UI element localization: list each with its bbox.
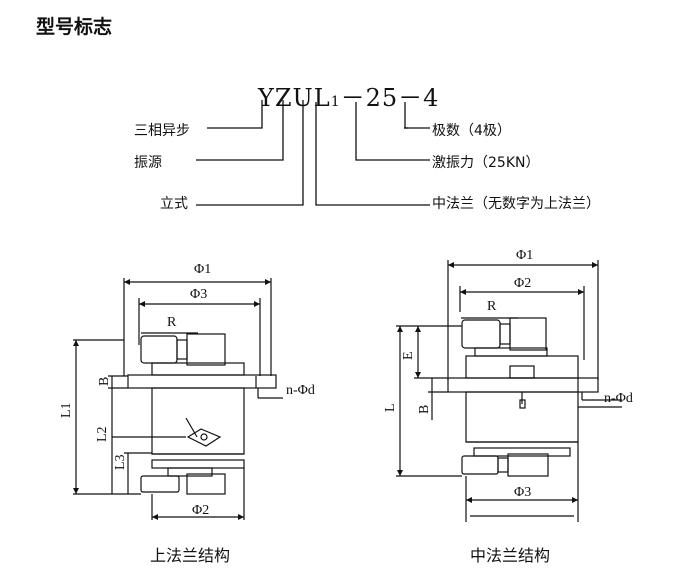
middle-arrowheads — [397, 262, 598, 503]
model-subscript: 1 — [330, 94, 341, 110]
middle-dim-phi3: Φ3 — [514, 485, 531, 500]
middle-dim-nphid: n-Φd — [604, 391, 633, 406]
middle-dim-e: E — [401, 351, 416, 360]
legend-exciting-force: 激振力（25KN） — [432, 155, 540, 171]
upper-dim-phi1: Φ1 — [194, 262, 211, 277]
upper-dim-l3: L3 — [113, 454, 128, 470]
model-middle: －25－ — [340, 84, 424, 112]
upper-dim-r: R — [167, 315, 177, 330]
upper-dim-nphid: n-Φd — [286, 383, 315, 398]
middle-dim-r: R — [487, 299, 497, 314]
upper-dim-l1: L1 — [59, 402, 74, 418]
middle-dim-phi1: Φ1 — [516, 248, 533, 263]
upper-dim-phi3: Φ3 — [190, 287, 207, 302]
upper-dim-b: B — [97, 377, 112, 386]
legend-poles: 极数（4极） — [432, 123, 511, 139]
model-prefix: YZUL — [258, 84, 331, 112]
legend-three-phase: 三相异步 — [134, 123, 190, 139]
middle-flange-caption: 中法兰结构 — [470, 546, 551, 565]
page-title: 型号标志 — [36, 16, 113, 38]
legend-leaders — [196, 100, 430, 206]
upper-dim-phi2: Φ2 — [192, 503, 209, 518]
upper-dim-l2: L2 — [95, 426, 110, 442]
upper-flange-caption: 上法兰结构 — [150, 546, 231, 565]
model-code: YZUL1－25－4 — [258, 78, 439, 113]
middle-dim-phi2: Φ2 — [514, 276, 531, 291]
middle-flange-drawing — [396, 260, 622, 522]
upper-flange-drawing — [73, 278, 283, 520]
middle-dim-l: L — [383, 403, 398, 412]
legend-flange: 中法兰（无数字为上法兰） — [432, 196, 600, 212]
upper-arrowheads — [73, 279, 271, 520]
legend-vibration-source: 振源 — [134, 155, 162, 171]
model-last: 4 — [423, 84, 440, 112]
middle-dim-b: B — [417, 405, 432, 414]
legend-vertical: 立式 — [160, 196, 188, 212]
